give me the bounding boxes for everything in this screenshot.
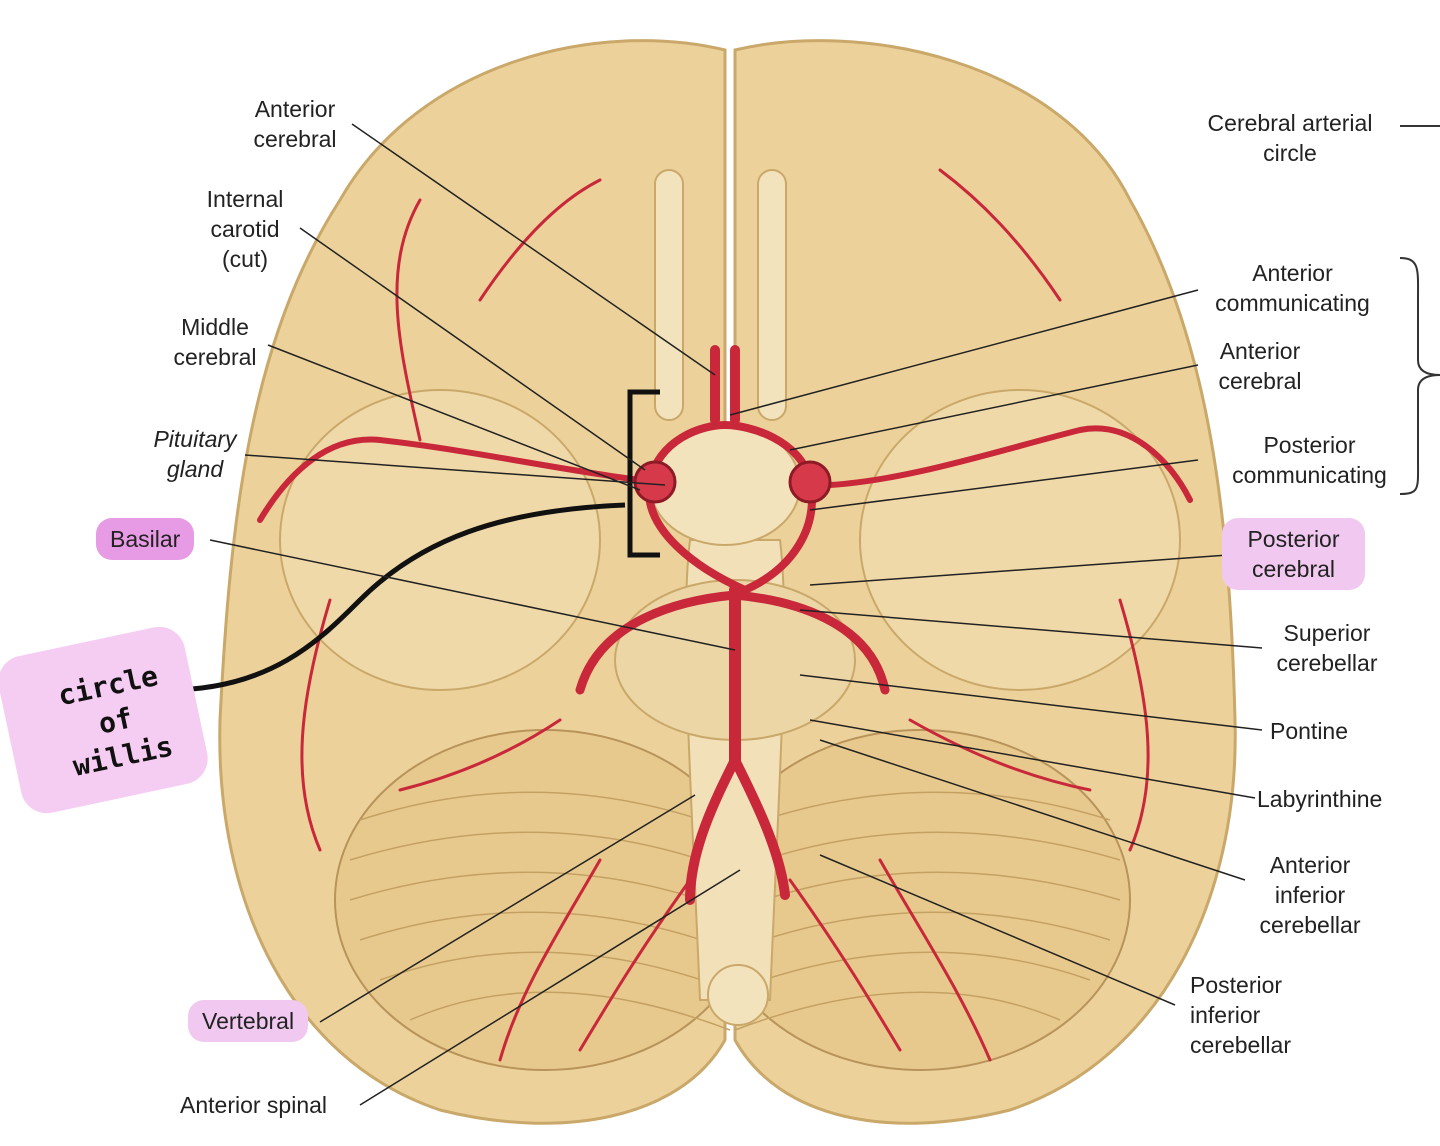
label-pituitary-gland: Pituitary gland — [153, 426, 237, 482]
label-labyrinthine: Labyrinthine — [1257, 786, 1383, 812]
label-vertebral: Vertebral — [188, 1000, 309, 1042]
label-posterior-cerebral: Posterior cerebral — [1222, 518, 1365, 590]
label-superior-cerebellar: Superior cerebellar — [1276, 620, 1378, 676]
label-middle-cerebral: Middle cerebral — [173, 314, 257, 370]
left-internal-carotid-cut — [633, 460, 677, 504]
label-anterior-communicating: Anterior communicating — [1215, 260, 1370, 316]
note-text: circle of willis — [55, 659, 176, 783]
label-anterior-inferior-cerebellar: Anterior inferior cerebellar — [1259, 852, 1361, 938]
artery-posterior-cerebral-left — [575, 590, 740, 695]
right-brace — [1399, 257, 1440, 495]
label-anterior-cerebral-right: Anterior cerebral — [1218, 338, 1302, 394]
artery-anterior-cerebral — [710, 345, 740, 425]
note-pointer — [167, 502, 626, 693]
right-olfactory-tract — [757, 169, 787, 421]
label-internal-carotid: Internal carotid (cut) — [206, 186, 284, 272]
label-posterior-communicating: Posterior communicating — [1232, 432, 1387, 488]
left-olfactory-tract — [654, 169, 684, 421]
artery-posterior-cerebral-right — [730, 590, 890, 695]
label-pontine: Pontine — [1270, 718, 1349, 744]
artery-vertebral-left — [685, 755, 740, 905]
label-anterior-spinal: Anterior spinal — [180, 1092, 328, 1118]
artery-middle-cerebral-right — [827, 425, 1193, 503]
label-anterior-cerebral-top: Anterior cerebral — [253, 96, 337, 152]
circle-bracket — [627, 389, 660, 558]
spinal-cord-cut — [707, 964, 769, 1026]
label-posterior-inferior-cerebellar: Posterior inferior cerebellar — [1190, 972, 1291, 1058]
label-basilar: Basilar — [96, 518, 195, 560]
left-temporal-lobe — [279, 389, 601, 691]
artery-middle-cerebral-left — [257, 436, 643, 523]
label-cerebral-arterial-circle: Cerebral arterial circle — [1207, 110, 1373, 166]
right-internal-carotid-cut — [788, 460, 832, 504]
artery-vertebral-right — [730, 755, 790, 900]
